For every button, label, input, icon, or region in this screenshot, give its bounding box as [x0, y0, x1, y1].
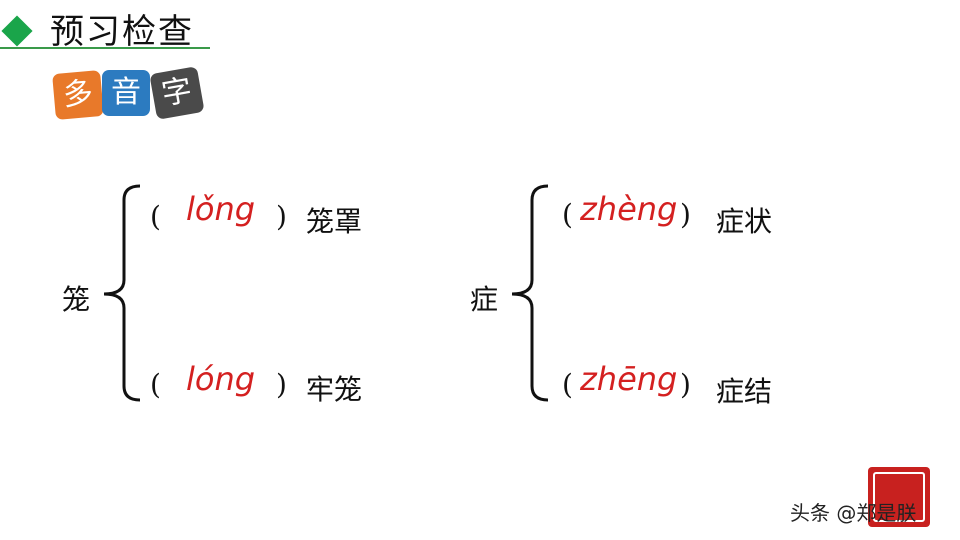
paren-close: ): [276, 200, 287, 233]
seal-stamp-icon: [868, 467, 930, 527]
paren-close: ): [680, 198, 691, 231]
word: 症结: [716, 375, 773, 408]
paren-open: (: [150, 368, 161, 401]
pinyin-answer: zhēng: [580, 360, 678, 398]
paren-close: ): [276, 368, 287, 401]
word: 牢笼: [306, 373, 363, 406]
pinyin-answer: lóng: [186, 360, 256, 398]
tile-yin: 音: [102, 70, 150, 116]
word: 笼罩: [306, 205, 363, 238]
brace-left: [103, 184, 141, 402]
char-zheng: 症: [470, 283, 499, 316]
word: 症状: [716, 205, 773, 238]
paren-open: (: [150, 200, 161, 233]
watermark: 头条 @郑是朕: [790, 501, 917, 525]
page-title: 预习检查: [50, 12, 194, 52]
pinyin-answer: zhèng: [580, 190, 678, 228]
paren-close: ): [680, 368, 691, 401]
paren-open: (: [562, 198, 573, 231]
pinyin-answer: lǒng: [186, 190, 256, 228]
paren-open: (: [562, 368, 573, 401]
brace-right: [511, 184, 549, 402]
char-long: 笼: [62, 283, 91, 316]
title-underline: [0, 47, 210, 49]
